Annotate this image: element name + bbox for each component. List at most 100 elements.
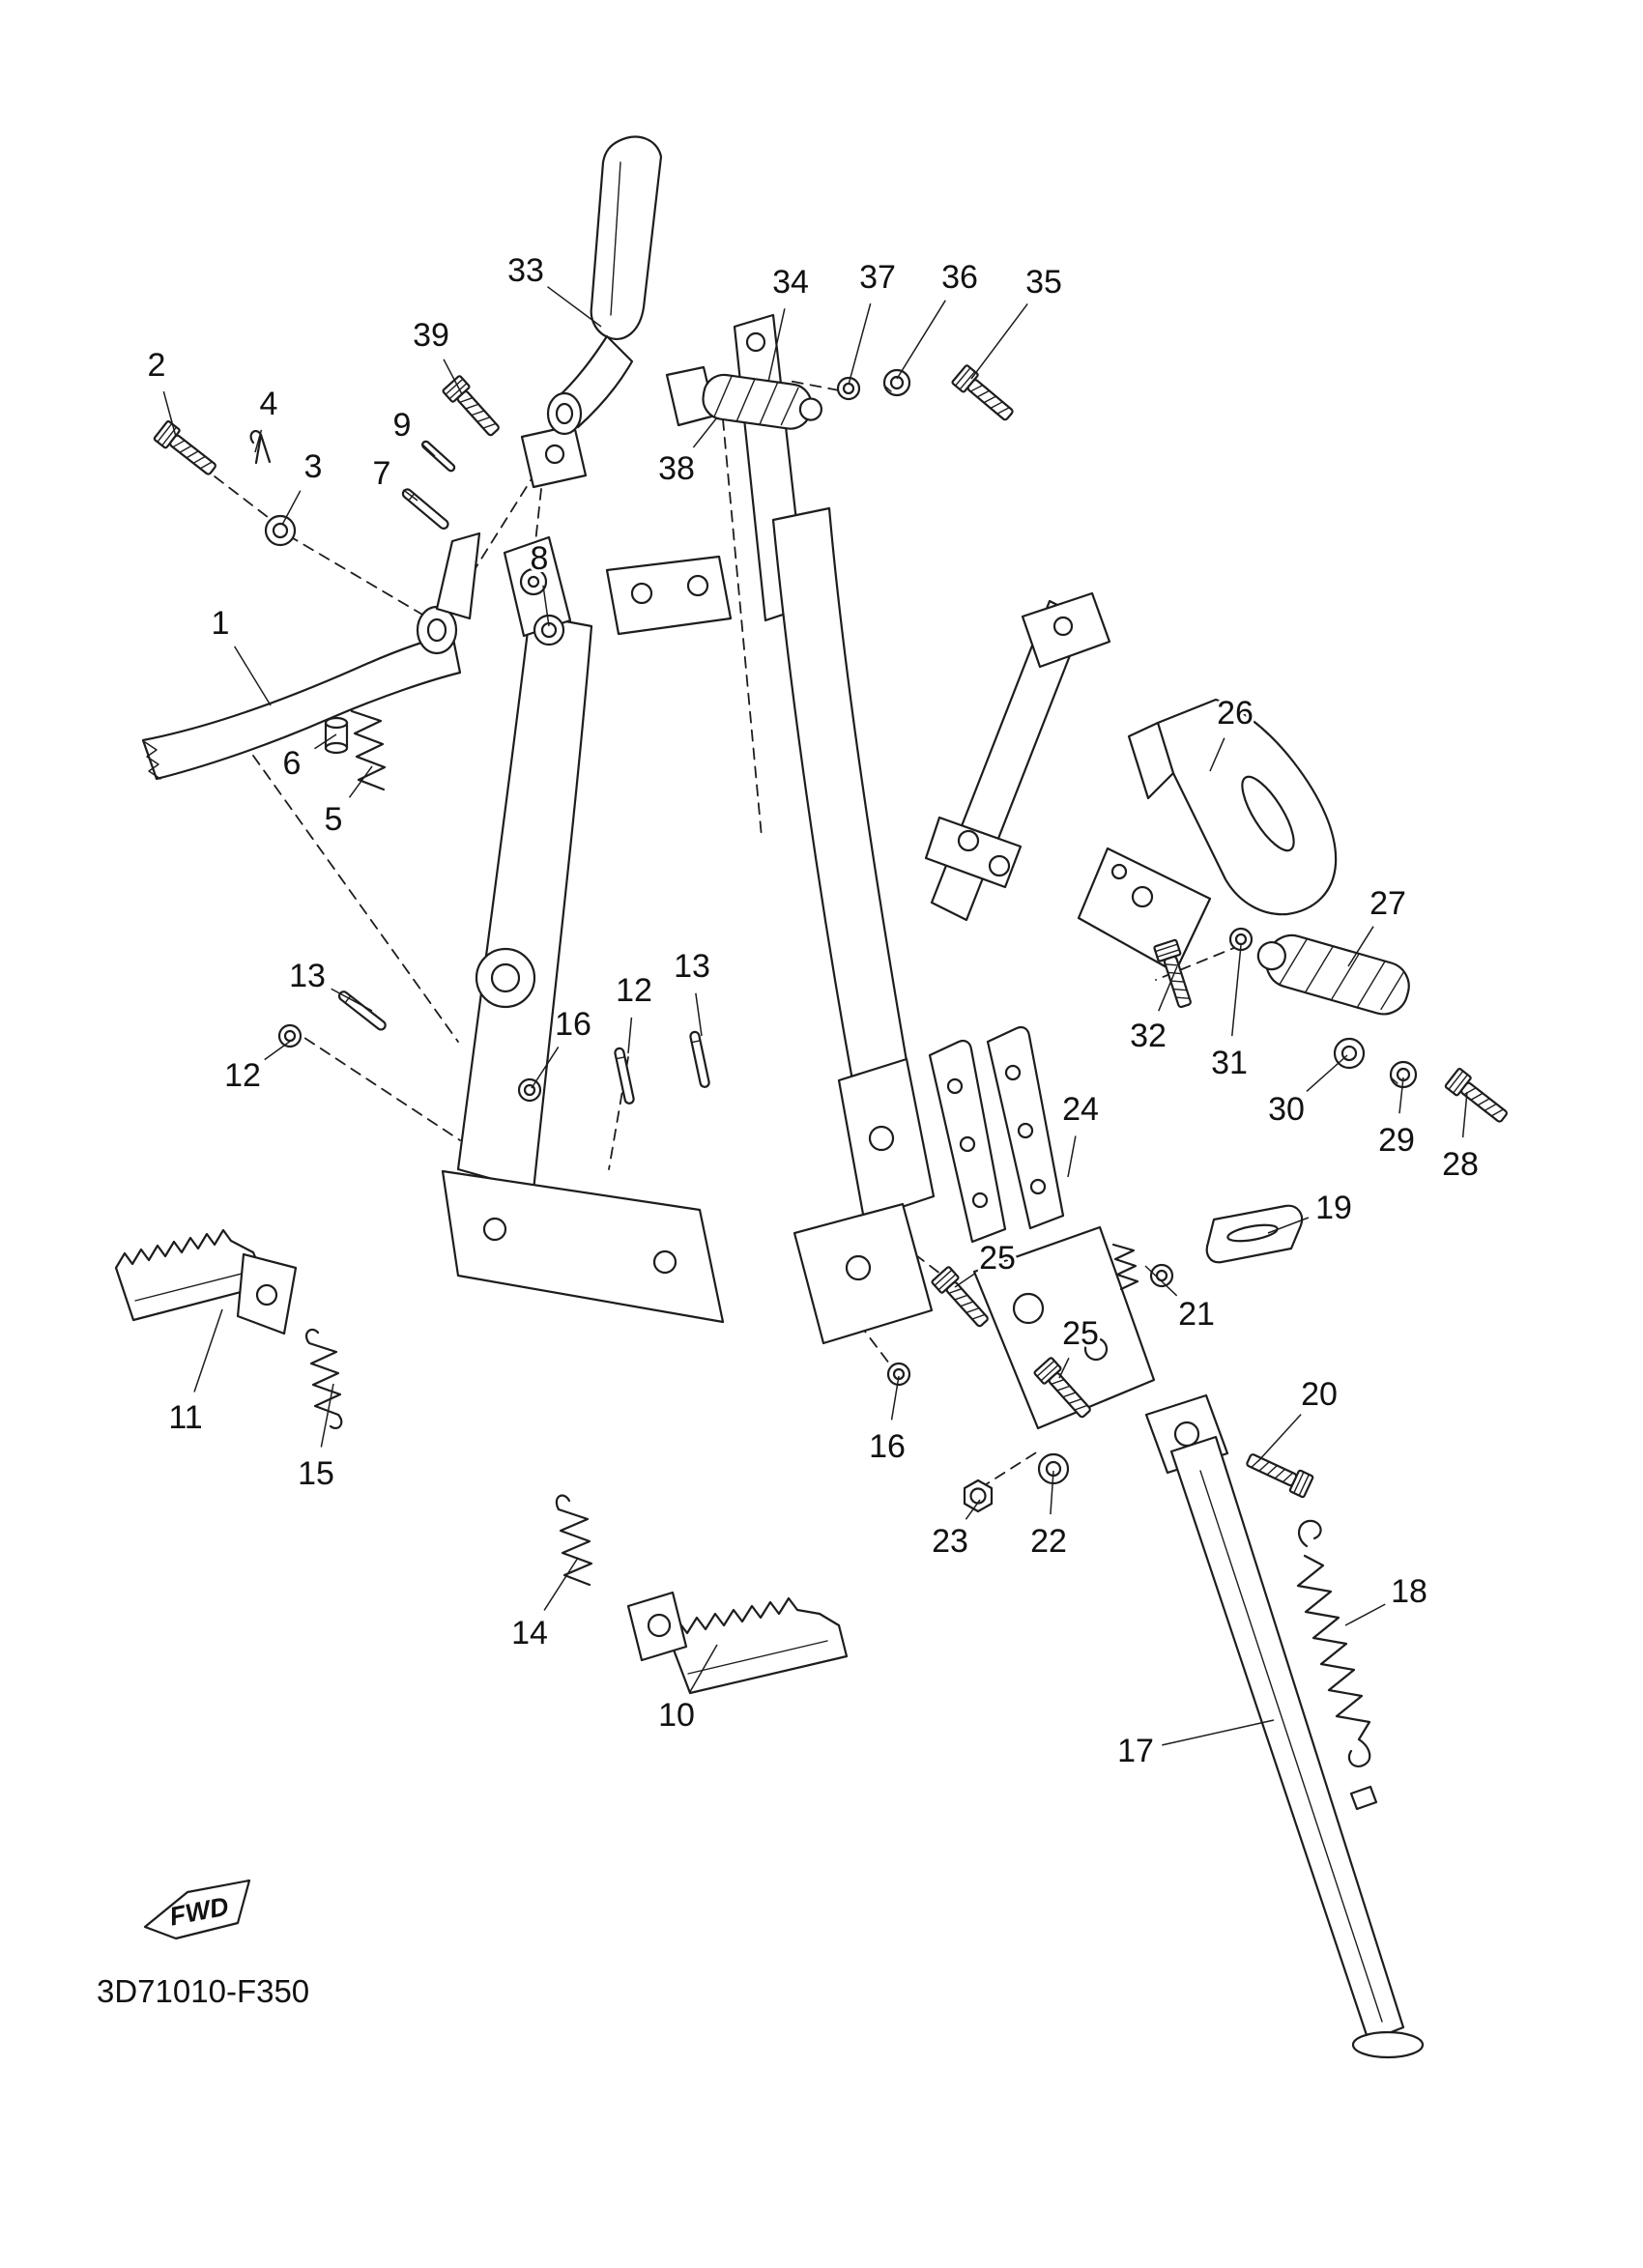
part-number-label: 38 (658, 450, 695, 487)
bolt-35 (950, 363, 1019, 426)
stand-spring-pin (1349, 1785, 1378, 1811)
leader-line (254, 429, 263, 453)
rod-9 (419, 439, 457, 474)
callout-16a: 16 (531, 1003, 594, 1089)
callout-8: 8 (528, 537, 551, 627)
washer-8 (533, 614, 565, 646)
callout-13a: 13 (286, 955, 373, 1012)
washer-3 (264, 514, 297, 547)
callout-21: 21 (1144, 1265, 1218, 1335)
leader-line (547, 286, 602, 328)
footrest-bracket-26 (1127, 698, 1338, 916)
part-number-label: 12 (616, 972, 652, 1009)
diagram-code: 3D71010-F350 (97, 1973, 309, 2009)
callout-33: 33 (504, 249, 602, 328)
callout-19: 19 (1267, 1187, 1355, 1234)
part-number-label: 29 (1378, 1122, 1415, 1159)
callout-12a: 12 (221, 1037, 296, 1097)
callout-34: 34 (767, 261, 812, 383)
leader-line (954, 1273, 976, 1288)
washer-16b (886, 1362, 911, 1387)
callout-27: 27 (1347, 882, 1409, 967)
bolt-2 (152, 419, 221, 481)
callout-9: 9 (390, 404, 436, 457)
part-number-label: 27 (1369, 885, 1406, 922)
callout-7: 7 (370, 452, 418, 502)
leader-line (281, 490, 302, 526)
part-number-label: 13 (289, 958, 326, 994)
callout-26: 26 (1209, 692, 1256, 772)
part-number-label: 37 (859, 259, 896, 296)
spring-5 (350, 709, 387, 791)
part-number-label: 32 (1130, 1018, 1167, 1054)
leader-line (314, 733, 337, 750)
callout-10: 10 (655, 1644, 718, 1737)
callout-15: 15 (295, 1383, 337, 1495)
fwd-marker: FWD (143, 1879, 251, 1940)
part-number-label: 35 (1025, 264, 1062, 301)
fasteners-layer (152, 363, 1513, 1513)
brake-lever-33 (546, 135, 663, 436)
leader-line (264, 1037, 296, 1061)
leader-line (1306, 1054, 1348, 1092)
part-number-label: 11 (168, 1399, 202, 1436)
part-number-label: 34 (772, 264, 809, 301)
part-number-label: 36 (941, 259, 978, 296)
part-number-label: 33 (507, 252, 544, 289)
part-number-label: 2 (148, 347, 166, 384)
footpeg-27 (1256, 933, 1410, 1016)
callout-23: 23 (929, 1499, 981, 1563)
part-number-label: 28 (1442, 1146, 1479, 1183)
part-number-label: 23 (932, 1523, 968, 1560)
leader-line (348, 765, 373, 798)
leader-line (689, 1644, 718, 1693)
part-number-label: 8 (531, 540, 549, 577)
part-number-label: 26 (1217, 695, 1254, 732)
leader-line (1158, 965, 1178, 1012)
part-number-label: 16 (555, 1006, 591, 1043)
leader-line (695, 992, 703, 1037)
leader-line (692, 416, 718, 448)
leader-line (1058, 1357, 1070, 1379)
leader-line (767, 308, 786, 383)
part-number-label: 31 (1211, 1045, 1248, 1081)
leader-line (320, 1383, 334, 1448)
leader-line (1144, 1265, 1178, 1297)
callout-16b: 16 (866, 1375, 908, 1468)
callout-18: 18 (1344, 1570, 1430, 1626)
stand-mount-bracket (972, 1225, 1156, 1430)
leader-line (331, 988, 373, 1012)
spring-14 (555, 1494, 593, 1587)
leader-line (848, 302, 872, 386)
callout-20: 20 (1257, 1373, 1340, 1462)
part-number-label: 15 (298, 1455, 334, 1492)
callout-2: 2 (145, 344, 177, 438)
callout-6: 6 (280, 733, 337, 785)
washer-16a (517, 1077, 542, 1103)
leader-line (1050, 1470, 1054, 1515)
leader-line (627, 1017, 633, 1054)
leader-line (890, 1375, 900, 1421)
leader-line (443, 359, 463, 395)
bolt-20 (1243, 1448, 1314, 1499)
leader-line (1257, 1414, 1302, 1462)
bolt-28 (1443, 1067, 1513, 1129)
leader-line (1230, 944, 1242, 1037)
callout-30: 30 (1265, 1054, 1348, 1131)
leader-line (233, 646, 272, 706)
leader-line (1267, 1217, 1310, 1234)
callout-5: 5 (322, 765, 373, 841)
fwd-arrow-icon (143, 1879, 251, 1940)
leader-line (970, 302, 1028, 380)
leader-line (1209, 737, 1225, 772)
spring-18 (1296, 1519, 1371, 1767)
part-number-label: 6 (283, 745, 302, 782)
callout-13b: 13 (671, 945, 713, 1037)
callout-12b: 12 (613, 969, 655, 1054)
collar-6 (324, 716, 349, 755)
brake-pedal-1 (141, 423, 588, 781)
callout-24: 24 (1059, 1088, 1102, 1178)
washer-37 (836, 376, 861, 401)
part-number-label: 18 (1391, 1573, 1427, 1610)
